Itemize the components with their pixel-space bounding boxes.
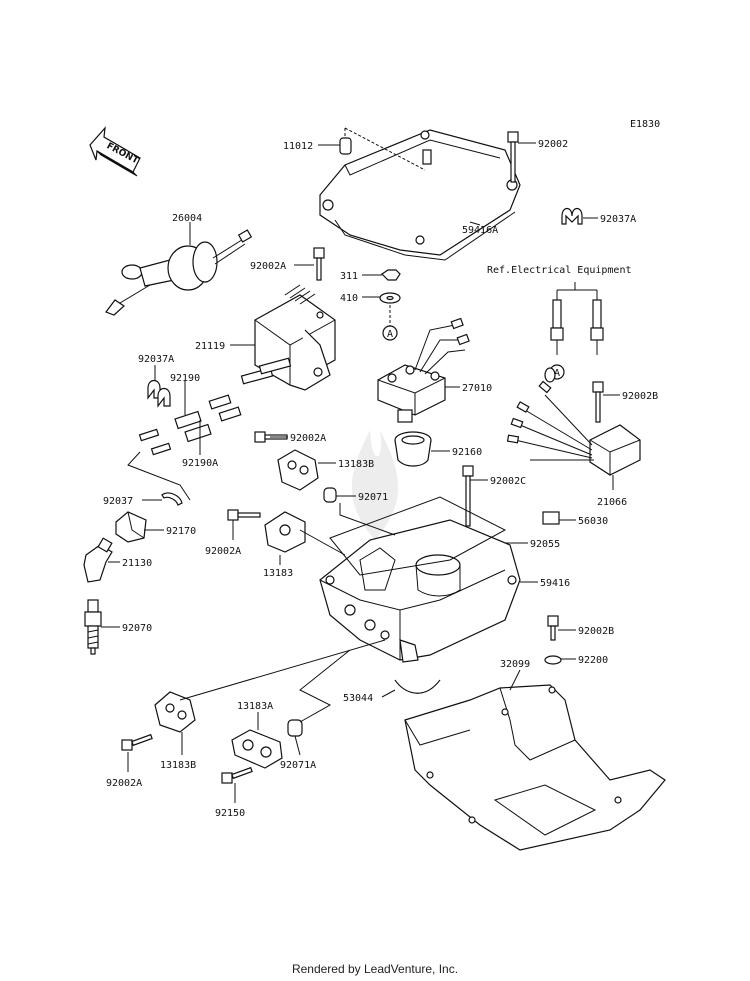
leader-grommet-box: [339, 503, 396, 536]
cover-59416A: [319, 129, 521, 261]
washer-92200: [544, 655, 562, 665]
part-number-92037[interactable]: 92037: [103, 496, 133, 507]
terminals-92190A: [138, 428, 172, 456]
part-number-92002A-left[interactable]: 92002A: [205, 546, 241, 557]
spark-plug-92070: [84, 599, 102, 655]
part-number-92002A-mid[interactable]: 92002A: [290, 433, 326, 444]
grommet-92071: [323, 487, 337, 503]
gasket-13183: [264, 511, 306, 553]
part-number-32099[interactable]: 32099: [500, 659, 530, 670]
bolt-92002C: [462, 465, 474, 527]
part-number-92002C[interactable]: 92002C: [490, 476, 526, 487]
bolt-92002: [507, 131, 519, 183]
bolt-92150: [221, 766, 253, 784]
part-number-410[interactable]: 410: [340, 293, 358, 304]
part-number-92002[interactable]: 92002: [538, 139, 568, 150]
part-number-92070[interactable]: 92070: [122, 623, 152, 634]
part-number-92200[interactable]: 92200: [578, 655, 608, 666]
box-59416: [319, 519, 521, 663]
leader-92037: [127, 451, 191, 501]
marker-a-right-label: A: [554, 368, 560, 379]
part-number-92002A-top[interactable]: 92002A: [250, 261, 286, 272]
plate-32099: [404, 684, 666, 851]
marker-a-left-label: A: [387, 329, 393, 340]
part-number-311[interactable]: 311: [340, 271, 358, 282]
part-number-92170[interactable]: 92170: [166, 526, 196, 537]
part-number-92002B-bottom[interactable]: 92002B: [578, 626, 614, 637]
cap-92170: [115, 511, 147, 543]
front-arrow-icon: FRONT: [89, 126, 141, 177]
part-number-92002A-bottom[interactable]: 92002A: [106, 778, 142, 789]
part-number-92190A[interactable]: 92190A: [182, 458, 218, 469]
bolt-92002B-top: [592, 381, 604, 423]
part-number-21066[interactable]: 21066: [597, 497, 627, 508]
cap-11012: [339, 127, 426, 171]
regulator-21066: [506, 367, 641, 476]
leader-box-grommet: [299, 649, 351, 723]
part-number-92160[interactable]: 92160: [452, 447, 482, 458]
gasket-13183B-bottom: [154, 691, 196, 733]
grommet-92071A: [287, 719, 303, 737]
clip-92037A-left: [147, 379, 171, 408]
bolt-92002A-left: [227, 509, 261, 521]
part-number-53044[interactable]: 53044: [343, 693, 373, 704]
part-number-59416[interactable]: 59416: [540, 578, 570, 589]
relay-27010: [377, 317, 470, 423]
part-number-13183B-bottom[interactable]: 13183B: [160, 760, 196, 771]
ref-electrical-equipment[interactable]: Ref.Electrical Equipment: [487, 265, 632, 276]
clip-92037A-right: [561, 207, 583, 225]
part-number-92002B-top[interactable]: 92002B: [622, 391, 658, 402]
part-number-13183B-mid[interactable]: 13183B: [338, 459, 374, 470]
part-number-92071A[interactable]: 92071A: [280, 760, 316, 771]
nut-311: [381, 269, 401, 281]
spark-plug-leads: [240, 357, 292, 385]
gasket-92055: [329, 496, 507, 576]
cap-21130: [83, 537, 113, 583]
pad-56030: [542, 511, 560, 525]
part-number-11012[interactable]: 11012: [283, 141, 313, 152]
leader-box-gasket: [179, 639, 386, 701]
part-number-92037A-right[interactable]: 92037A: [600, 214, 636, 225]
part-number-92150[interactable]: 92150: [215, 808, 245, 819]
diagram-code: E1830: [630, 119, 660, 130]
cap-92160: [394, 431, 432, 467]
leader-gasket-box: [299, 529, 346, 556]
part-number-56030[interactable]: 56030: [578, 516, 608, 527]
bolt-92002A-bottom: [121, 733, 153, 751]
part-number-92190[interactable]: 92190: [170, 373, 200, 384]
sensor-26004: [105, 229, 253, 316]
clamp-92037: [161, 492, 183, 506]
part-number-92071[interactable]: 92071: [358, 492, 388, 503]
bolt-92002A-top: [313, 247, 325, 281]
part-number-21130[interactable]: 21130: [122, 558, 152, 569]
watermark-logo: [351, 430, 399, 540]
part-number-21119[interactable]: 21119: [195, 341, 225, 352]
gasket-13183A: [231, 729, 283, 769]
bolt-92002B-bottom: [547, 615, 559, 641]
part-number-92055[interactable]: 92055: [530, 539, 560, 550]
part-number-92037A-left[interactable]: 92037A: [138, 354, 174, 365]
part-number-26004[interactable]: 26004: [172, 213, 202, 224]
part-number-59416A[interactable]: 59416A: [462, 225, 498, 236]
part-number-13183A[interactable]: 13183A: [237, 701, 273, 712]
part-number-27010[interactable]: 27010: [462, 383, 492, 394]
connector-pair: [550, 282, 604, 355]
gasket-13183B-mid: [277, 449, 319, 491]
washer-410: [379, 292, 401, 304]
part-number-13183[interactable]: 13183: [263, 568, 293, 579]
footer-credit: Rendered by LeadVenture, Inc.: [291, 962, 459, 976]
